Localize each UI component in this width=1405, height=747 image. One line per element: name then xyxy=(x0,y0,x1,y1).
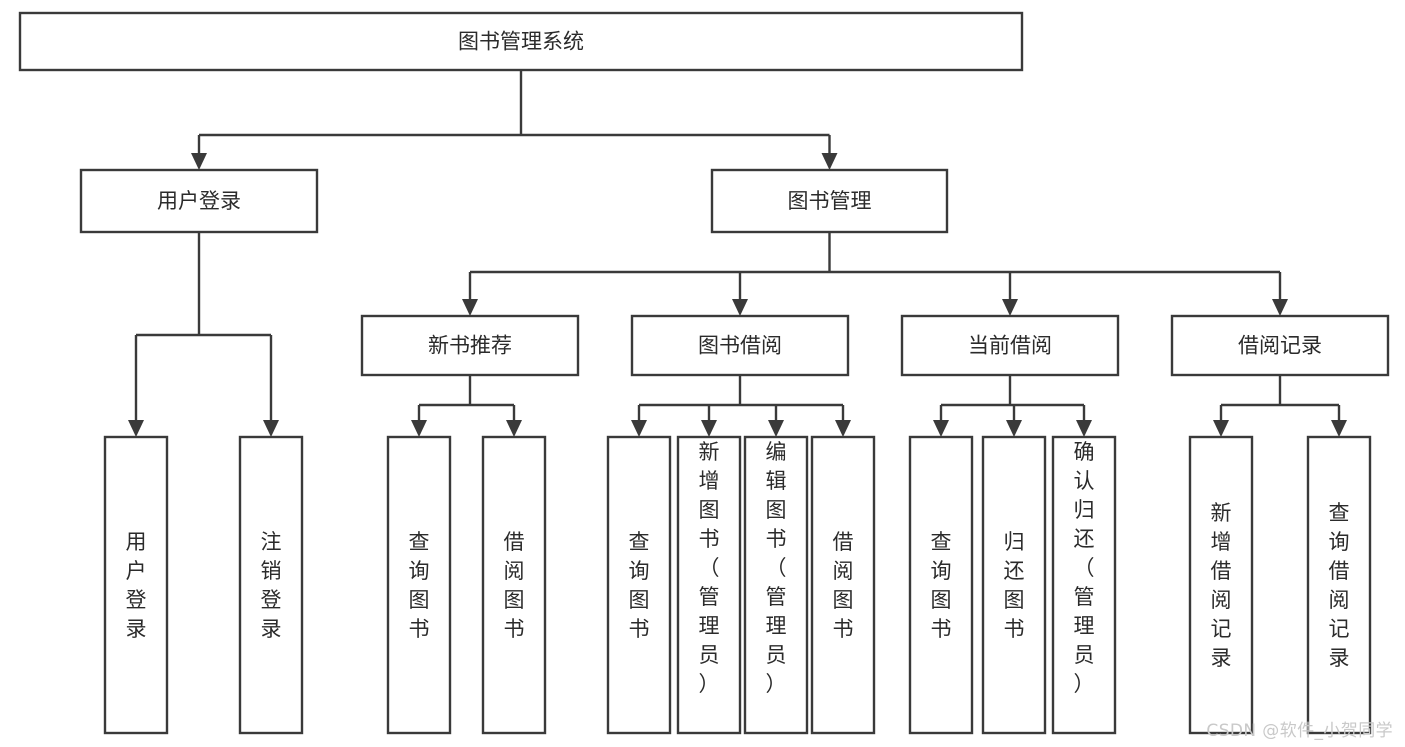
node-label-leaf-query-book-borrow: 查询图书 xyxy=(629,530,650,641)
edge-current-borrow-to-leaf-confirm-return-arrowhead xyxy=(1076,420,1092,437)
node-label-leaf-user-login: 用户登录 xyxy=(126,530,147,641)
node-label-book-borrow: 图书借阅 xyxy=(698,334,782,358)
node-leaf-add-book[interactable]: 新增图书（管理员） xyxy=(676,435,742,735)
node-box-leaf-return-book[interactable] xyxy=(981,435,1047,735)
edge-book-borrow-to-leaf-add-book-arrowhead xyxy=(701,420,717,437)
node-leaf-edit-book[interactable]: 编辑图书（管理员） xyxy=(743,435,809,735)
edge-user-login-to-leaf-logout-arrowhead xyxy=(263,420,279,437)
node-new-book-recommend[interactable]: 新书推荐 xyxy=(360,314,580,377)
node-leaf-confirm-return[interactable]: 确认归还（管理员） xyxy=(1051,435,1117,735)
node-user-login[interactable]: 用户登录 xyxy=(79,168,319,234)
node-label-user-login: 用户登录 xyxy=(157,189,241,213)
node-box-book-borrow[interactable] xyxy=(630,314,850,377)
node-box-root[interactable] xyxy=(18,11,1024,72)
node-leaf-query-borrow-record[interactable]: 查询借阅记录 xyxy=(1306,435,1372,735)
edge-book-manage-to-new-book-recommend-arrowhead xyxy=(462,299,478,316)
node-root[interactable]: 图书管理系统 xyxy=(18,11,1024,72)
node-box-leaf-query-book-borrow[interactable] xyxy=(606,435,672,735)
node-label-leaf-confirm-return: 确认归还（管理员） xyxy=(1074,440,1095,696)
node-leaf-return-book[interactable]: 归还图书 xyxy=(981,435,1047,735)
node-box-leaf-borrow-book[interactable] xyxy=(810,435,876,735)
node-box-leaf-user-login[interactable] xyxy=(103,435,169,735)
node-borrow-record[interactable]: 借阅记录 xyxy=(1170,314,1390,377)
edge-current-borrow-to-leaf-return-book-arrowhead xyxy=(1006,420,1022,437)
csdn-watermark: CSDN @软件_小贺同学 xyxy=(1206,721,1393,741)
edge-book-borrow-to-leaf-edit-book-arrowhead xyxy=(768,420,784,437)
node-leaf-add-borrow-record[interactable]: 新增借阅记录 xyxy=(1188,435,1254,735)
connector-layer xyxy=(128,70,1347,437)
edge-book-borrow-to-leaf-borrow-book-arrowhead xyxy=(835,420,851,437)
node-box-leaf-query-borrow-record[interactable] xyxy=(1306,435,1372,735)
edge-book-manage-to-book-borrow-arrowhead xyxy=(732,299,748,316)
node-leaf-query-book-borrow[interactable]: 查询图书 xyxy=(606,435,672,735)
node-label-book-manage: 图书管理 xyxy=(788,189,872,213)
node-box-current-borrow[interactable] xyxy=(900,314,1120,377)
node-box-leaf-add-book[interactable] xyxy=(676,435,742,735)
node-box-leaf-confirm-return[interactable] xyxy=(1051,435,1117,735)
node-label-leaf-borrow-book: 借阅图书 xyxy=(833,530,854,641)
node-box-leaf-logout[interactable] xyxy=(238,435,304,735)
edge-new-book-recommend-to-leaf-borrow-book-rec-arrowhead xyxy=(506,420,522,437)
node-label-leaf-add-book: 新增图书（管理员） xyxy=(699,440,720,696)
node-book-borrow[interactable]: 图书借阅 xyxy=(630,314,850,377)
edge-root-to-book-manage-arrowhead xyxy=(821,153,838,170)
node-label-current-borrow: 当前借阅 xyxy=(968,334,1052,358)
node-box-user-login[interactable] xyxy=(79,168,319,234)
edge-user-login-to-leaf-user-login-arrowhead xyxy=(128,420,144,437)
node-leaf-query-book-current[interactable]: 查询图书 xyxy=(908,435,974,735)
edge-book-borrow-to-leaf-query-book-borrow-arrowhead xyxy=(631,420,647,437)
node-label-leaf-borrow-book-rec: 借阅图书 xyxy=(504,530,525,641)
edge-book-manage-to-current-borrow-arrowhead xyxy=(1002,299,1018,316)
node-leaf-logout[interactable]: 注销登录 xyxy=(238,435,304,735)
node-box-borrow-record[interactable] xyxy=(1170,314,1390,377)
node-label-root: 图书管理系统 xyxy=(458,30,584,54)
node-label-leaf-logout: 注销登录 xyxy=(261,530,282,641)
node-box-leaf-query-book-rec[interactable] xyxy=(386,435,452,735)
node-box-leaf-edit-book[interactable] xyxy=(743,435,809,735)
node-box-book-manage[interactable] xyxy=(710,168,949,234)
node-box-leaf-add-borrow-record[interactable] xyxy=(1188,435,1254,735)
node-label-leaf-query-book-rec: 查询图书 xyxy=(409,530,430,641)
node-layer: 图书管理系统用户登录图书管理新书推荐图书借阅当前借阅借阅记录用户登录注销登录查询… xyxy=(18,11,1390,735)
node-leaf-borrow-book[interactable]: 借阅图书 xyxy=(810,435,876,735)
node-book-manage[interactable]: 图书管理 xyxy=(710,168,949,234)
node-label-leaf-query-borrow-record: 查询借阅记录 xyxy=(1329,501,1350,670)
edge-root-to-user-login-arrowhead xyxy=(191,153,207,170)
node-leaf-query-book-rec[interactable]: 查询图书 xyxy=(386,435,452,735)
node-box-leaf-borrow-book-rec[interactable] xyxy=(481,435,547,735)
node-box-leaf-query-book-current[interactable] xyxy=(908,435,974,735)
edge-new-book-recommend-to-leaf-query-book-rec-arrowhead xyxy=(411,420,427,437)
node-label-leaf-edit-book: 编辑图书（管理员） xyxy=(766,440,787,696)
node-label-leaf-query-book-current: 查询图书 xyxy=(931,530,952,641)
node-box-new-book-recommend[interactable] xyxy=(360,314,580,377)
node-current-borrow[interactable]: 当前借阅 xyxy=(900,314,1120,377)
edge-current-borrow-to-leaf-query-book-current-arrowhead xyxy=(933,420,949,437)
node-label-borrow-record: 借阅记录 xyxy=(1238,334,1322,358)
node-label-leaf-add-borrow-record: 新增借阅记录 xyxy=(1211,501,1232,670)
node-leaf-borrow-book-rec[interactable]: 借阅图书 xyxy=(481,435,547,735)
node-label-leaf-return-book: 归还图书 xyxy=(1004,530,1025,641)
edge-borrow-record-to-leaf-add-borrow-record-arrowhead xyxy=(1213,420,1229,437)
edge-borrow-record-to-leaf-query-borrow-record-arrowhead xyxy=(1331,420,1347,437)
node-leaf-user-login[interactable]: 用户登录 xyxy=(103,435,169,735)
node-label-new-book-recommend: 新书推荐 xyxy=(428,334,512,358)
edge-book-manage-to-borrow-record-arrowhead xyxy=(1272,299,1288,316)
